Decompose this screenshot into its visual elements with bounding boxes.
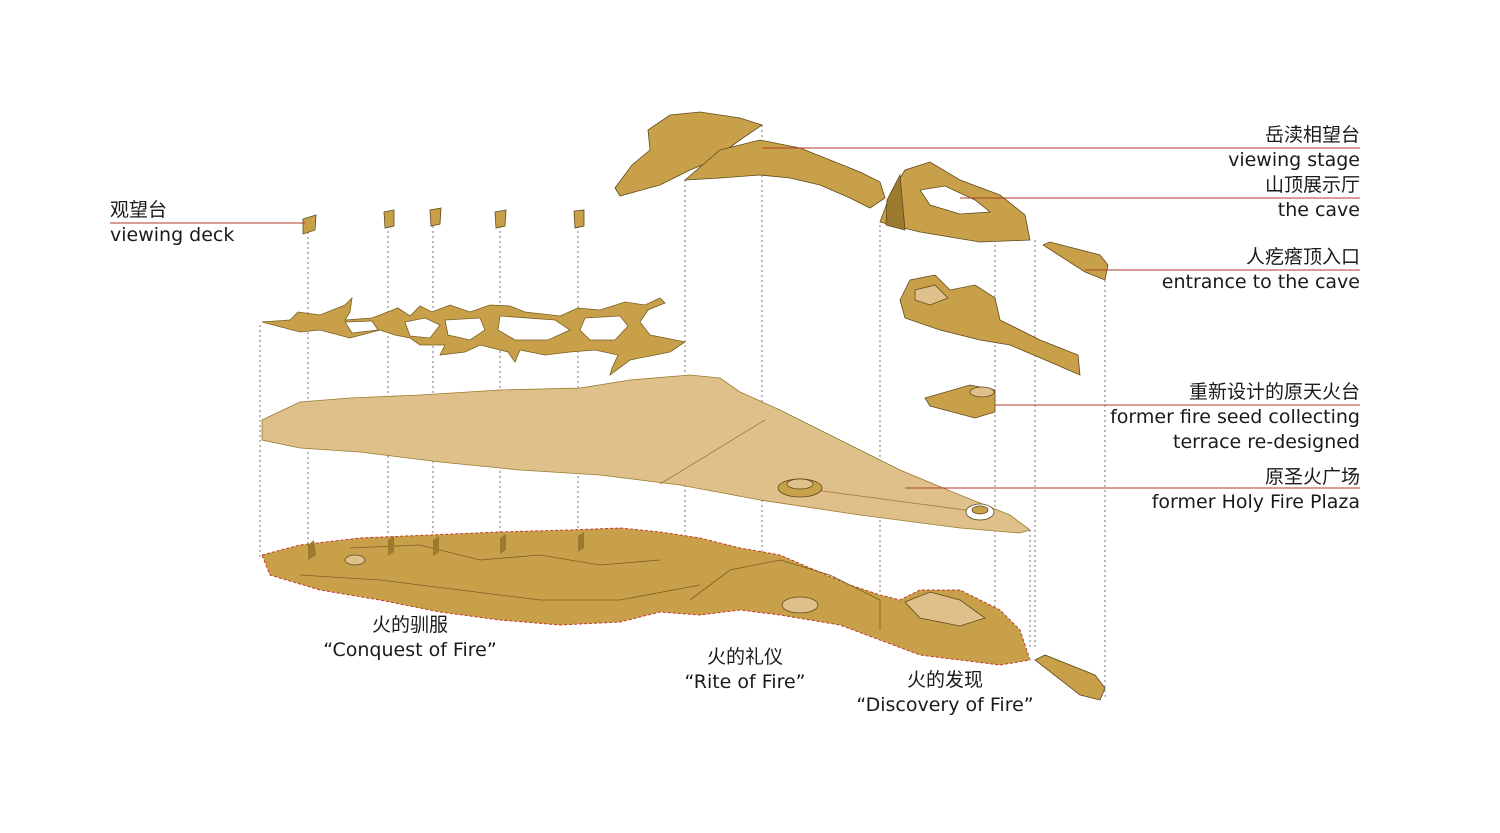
label-the-cave-en: the cave <box>1265 198 1360 223</box>
label-the-cave-cn: 山顶展示厅 <box>1265 173 1360 198</box>
top-layer <box>615 112 1030 242</box>
zone-discovery-en: “Discovery of Fire” <box>835 693 1055 718</box>
label-cave-entrance-cn: 人疙瘩顶入口 <box>1162 245 1360 270</box>
label-holy-fire-plaza-en: former Holy Fire Plaza <box>1152 490 1360 515</box>
cave-layer <box>900 275 1080 375</box>
label-viewing-deck: 观望台 viewing deck <box>110 198 234 248</box>
label-fire-terrace-en2: terrace re-designed <box>1110 430 1360 455</box>
viewing-deck-layer <box>303 208 584 234</box>
label-viewing-deck-en: viewing deck <box>110 223 234 248</box>
viewing-deck-block <box>384 210 394 228</box>
label-fire-terrace-en1: former fire seed collecting <box>1110 405 1360 430</box>
viewing-deck-block <box>430 208 441 226</box>
label-fire-terrace-cn: 重新设计的原天火台 <box>1110 380 1360 405</box>
zone-conquest-en: “Conquest of Fire” <box>305 638 515 663</box>
label-cave-entrance: 人疙瘩顶入口 entrance to the cave <box>1162 245 1360 295</box>
terrain-layer <box>262 375 1030 533</box>
zone-rite-of-fire: 火的礼仪 “Rite of Fire” <box>655 645 835 695</box>
viewing-deck-block <box>303 215 316 234</box>
cave-entrance-layer <box>1043 242 1108 280</box>
label-viewing-stage: 岳渎相望台 viewing stage <box>1228 123 1360 173</box>
zone-discovery-of-fire: 火的发现 “Discovery of Fire” <box>835 668 1055 718</box>
label-holy-fire-plaza-cn: 原圣火广场 <box>1152 465 1360 490</box>
fire-terrace-layer <box>925 385 995 418</box>
viewing-deck-block <box>495 210 506 228</box>
path-network-layer <box>262 298 685 375</box>
zone-conquest-cn: 火的驯服 <box>305 613 515 638</box>
label-viewing-deck-cn: 观望台 <box>110 198 234 223</box>
label-viewing-stage-en: viewing stage <box>1228 148 1360 173</box>
label-viewing-stage-cn: 岳渎相望台 <box>1228 123 1360 148</box>
label-fire-terrace: 重新设计的原天火台 former fire seed collecting te… <box>1110 380 1360 455</box>
terrain-plane <box>262 375 1030 533</box>
zone-rite-en: “Rite of Fire” <box>655 670 835 695</box>
label-the-cave: 山顶展示厅 the cave <box>1265 173 1360 223</box>
zone-discovery-cn: 火的发现 <box>835 668 1055 693</box>
label-holy-fire-plaza: 原圣火广场 former Holy Fire Plaza <box>1152 465 1360 515</box>
viewing-deck-block <box>574 210 584 228</box>
label-cave-entrance-en: entrance to the cave <box>1162 270 1360 295</box>
zone-rite-cn: 火的礼仪 <box>655 645 835 670</box>
zone-conquest-of-fire: 火的驯服 “Conquest of Fire” <box>305 613 515 663</box>
